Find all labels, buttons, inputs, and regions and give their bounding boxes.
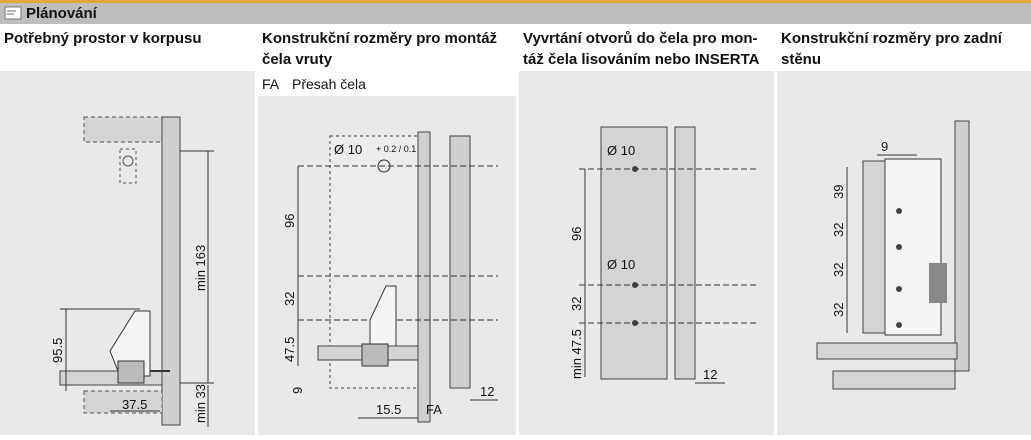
dim-diameter-mid: Ø 10 [607,257,635,272]
dim-min-33: min 33 [193,384,208,423]
section-title-bar: Plánování [0,0,1031,24]
dim-32: 32 [282,292,297,306]
dim-39: 39 [831,185,846,199]
dim-37-5: 37.5 [122,397,147,412]
dim-fa: FA [426,402,442,417]
drawing-front-drilling: Ø 10 Ø 10 96 32 min 47.5 12 [519,71,774,435]
column-front-mounting-screws: Konstrukční rozměry pro montáž čela vrut… [258,24,516,435]
dim-32-c: 32 [831,303,846,317]
dim-32: 32 [569,297,584,311]
drawing-front-mounting-screws: Ø 10 + 0.2 / 0.1 96 32 47.5 9 15.5 FA 12 [258,96,516,435]
dim-min-47-5: min 47.5 [569,329,584,379]
drawing-space-in-cabinet: min 163 95.5 37.5 min 33 [0,71,255,435]
column-back-wall: Konstrukční rozměry pro zadní stěnu 39 3… [777,24,1031,435]
section-title: Plánování [26,5,97,22]
dim-12: 12 [703,367,717,382]
column-space-in-cabinet: Potřebný prostor v korpusu min 163 95.5 [0,24,255,435]
dim-9: 9 [290,387,305,394]
dim-12: 12 [480,384,494,399]
dim-47-5: 47.5 [282,337,297,362]
dim-96: 96 [569,227,584,241]
column-header: Vyvrtání otvorů do čela pro mon- táž čel… [523,30,760,68]
column-header: Potřebný prostor v korpusu [4,30,202,47]
column-header: Konstrukční rozměry pro zadní stěnu [781,30,1002,68]
dim-diameter: Ø 10 [334,142,362,157]
dim-32-a: 32 [831,223,846,237]
dim-9: 9 [881,139,888,154]
dim-diameter-top: Ø 10 [607,143,635,158]
note-code: FA [262,76,280,92]
dim-min-163: min 163 [193,245,208,291]
column-front-drilling: Vyvrtání otvorů do čela pro mon- táž čel… [519,24,774,435]
dim-tolerance: + 0.2 / 0.1 [376,144,416,154]
document-icon [4,6,22,20]
dim-95-5: 95.5 [50,338,65,363]
dim-15-5: 15.5 [376,402,401,417]
drawing-back-wall: 39 32 32 32 9 [777,71,1031,435]
dim-96: 96 [282,214,297,228]
column-header: Konstrukční rozměry pro montáž čela vrut… [262,30,498,68]
note-text: Přesah čela [292,76,366,92]
dim-32-b: 32 [831,263,846,277]
